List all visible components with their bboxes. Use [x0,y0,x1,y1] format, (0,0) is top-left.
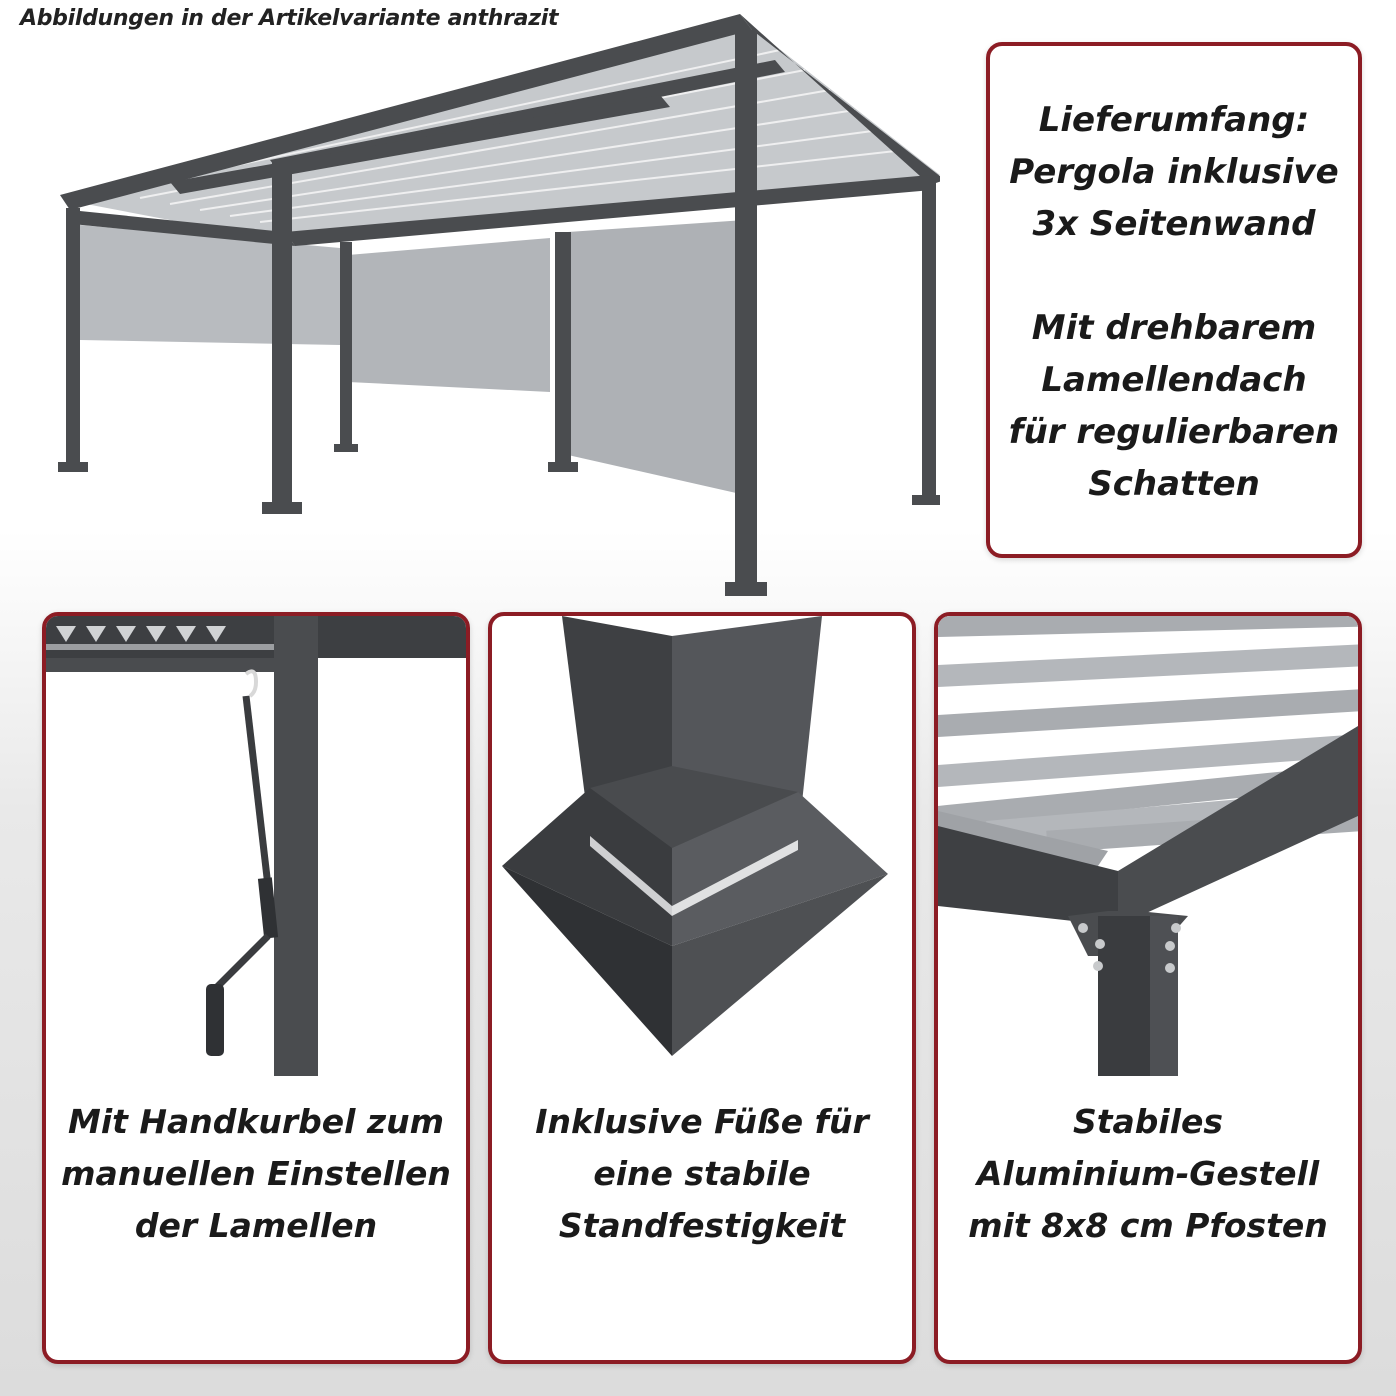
feature-panel-feet: Inklusive Füße für eine stabile Standfes… [488,612,916,1364]
scope-text: Lieferumfang: Pergola inklusive 3x Seite… [990,94,1358,250]
feature-line-4: Schatten [1088,464,1260,504]
feet-caption: Inklusive Füße für eine stabile Standfes… [492,1096,912,1252]
scope-line-1: Lieferumfang: [1038,100,1310,140]
pergola-illustration [58,14,940,596]
caption-line: mit 8x8 cm Pfosten [968,1206,1328,1245]
feature-text: Mit drehbarem Lamellendach für regulierb… [990,302,1358,510]
caption-line: der Lamellen [134,1206,378,1245]
image-caption: Abbildungen in der Artikelvariante anthr… [20,6,559,31]
feature-line-3: für regulierbaren [1008,412,1340,452]
post-foot-illustration [502,616,888,1056]
scope-line-3: 3x Seitenwand [1032,204,1316,244]
scope-line-2: Pergola inklusive [1009,152,1339,192]
caption-line: Standfestigkeit [558,1206,846,1245]
caption-line: manuellen Einstellen [61,1154,451,1193]
caption-line: eine stabile [593,1154,811,1193]
scope-of-delivery-box: Lieferumfang: Pergola inklusive 3x Seite… [986,42,1362,558]
side-screen-right [568,220,745,495]
caption-line: Stabiles [1072,1102,1224,1141]
caption-line: Aluminium-Gestell [976,1154,1320,1193]
hand-crank-illustration [46,616,466,1076]
feature-panel-hand-crank: Mit Handkurbel zum manuellen Einstellen … [42,612,470,1364]
aluminium-frame-illustration [938,616,1358,1086]
caption-line: Mit Handkurbel zum [67,1102,445,1141]
hand-crank-caption: Mit Handkurbel zum manuellen Einstellen … [46,1096,466,1252]
feature-line-1: Mit drehbarem [1031,308,1317,348]
caption-line: Inklusive Füße für [535,1102,869,1141]
feature-panel-frame: Stabiles Aluminium-Gestell mit 8x8 cm Pf… [934,612,1362,1364]
feature-line-2: Lamellendach [1041,360,1307,400]
side-screen-middle [348,238,550,392]
frame-caption: Stabiles Aluminium-Gestell mit 8x8 cm Pf… [938,1096,1358,1252]
